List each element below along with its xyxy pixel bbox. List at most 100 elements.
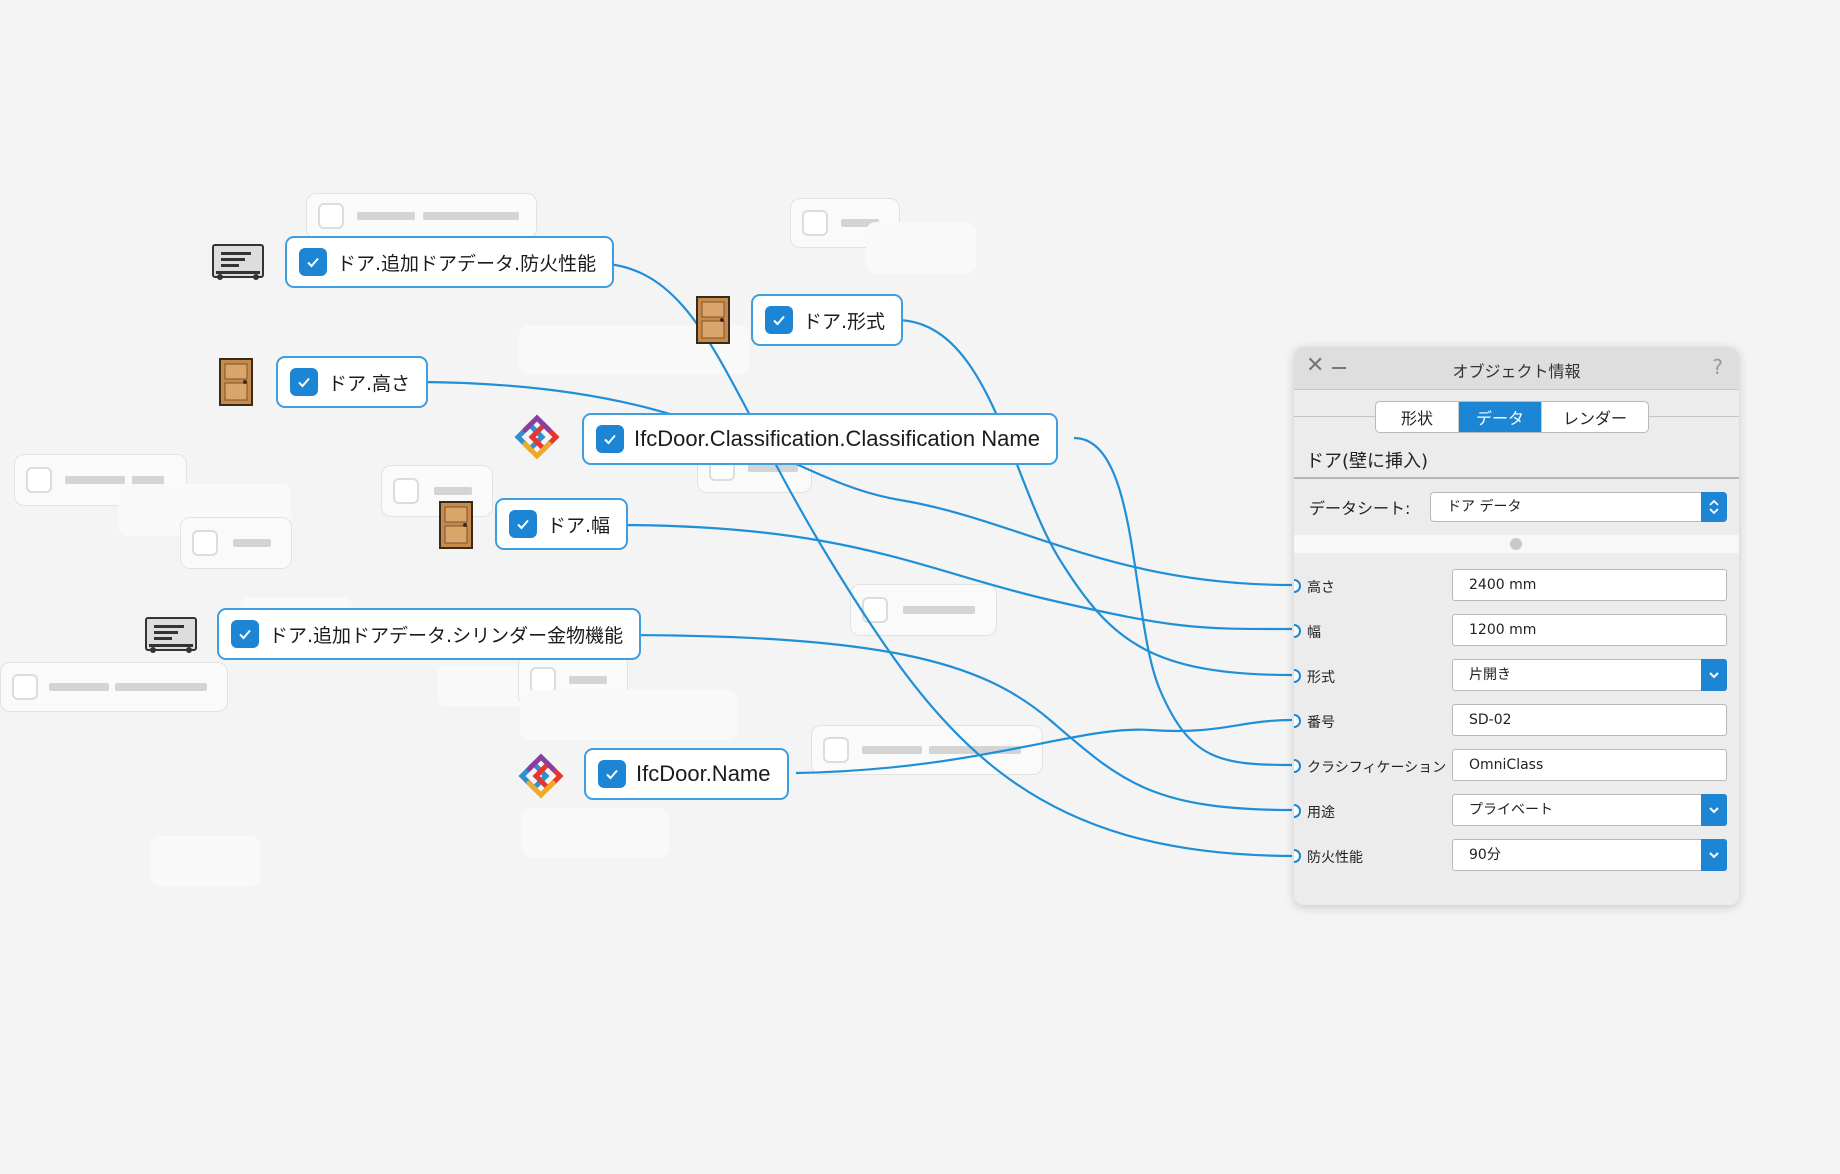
- node-cylinder[interactable]: ドア.追加ドアデータ.シリンダー金物機能: [217, 608, 642, 660]
- door-icon: [696, 296, 730, 344]
- field-value: プライベート: [1469, 802, 1553, 818]
- node-door-type[interactable]: ドア.形式: [751, 294, 904, 346]
- field-value-input[interactable]: 2400 mm: [1452, 569, 1727, 601]
- object-title: ドア(壁に挿入): [1306, 451, 1429, 472]
- wire-cylinder: [611, 633, 1293, 812]
- port-icon[interactable]: [1294, 714, 1301, 728]
- field-label: 高さ: [1307, 580, 1335, 596]
- port-icon[interactable]: [1294, 849, 1301, 863]
- wire-ifc-name: [795, 718, 1293, 775]
- field-label: 番号: [1307, 715, 1335, 731]
- ghost-node: [522, 808, 669, 858]
- field-value-input[interactable]: OmniClass: [1452, 749, 1727, 781]
- field-label: クラシフィケーション: [1307, 760, 1447, 776]
- ifc-logo-icon: [518, 753, 564, 799]
- door-icon: [439, 501, 473, 549]
- port-icon[interactable]: [1294, 804, 1301, 818]
- checkbox-checked-icon[interactable]: [509, 510, 537, 538]
- field-row-use: 用途 プライベート: [1294, 794, 1739, 828]
- datasheet-value: ドア データ: [1447, 499, 1522, 515]
- field-row-height: 高さ 2400 mm: [1294, 569, 1739, 603]
- chevron-down-icon[interactable]: [1701, 659, 1727, 691]
- port-icon[interactable]: [1294, 759, 1301, 773]
- ghost-node: [866, 222, 976, 274]
- checkbox-checked-icon[interactable]: [598, 760, 626, 788]
- node-label: ドア.高さ: [328, 372, 411, 395]
- port-icon[interactable]: [1294, 624, 1301, 638]
- node-label: ドア.幅: [547, 514, 611, 537]
- field-label: 幅: [1307, 625, 1321, 641]
- field-row-width: 幅 1200 mm: [1294, 614, 1739, 648]
- door-icon: [219, 358, 253, 406]
- datasheet-icon: [145, 617, 197, 653]
- wire-width: [613, 523, 1293, 631]
- divider: [1294, 477, 1739, 479]
- panel-tabs: 形状 データ レンダー: [1375, 401, 1649, 433]
- datasheet-icon: [212, 244, 264, 280]
- field-label: 防火性能: [1307, 850, 1363, 866]
- drag-handle-icon[interactable]: [1510, 538, 1522, 550]
- node-label: ドア.追加ドアデータ.防火性能: [337, 252, 597, 275]
- datasheet-label: データシート:: [1309, 499, 1411, 518]
- field-value: 1200 mm: [1469, 622, 1537, 638]
- checkbox-checked-icon[interactable]: [765, 306, 793, 334]
- close-icon[interactable]: ✕: [1306, 353, 1325, 378]
- datasheet-select[interactable]: ドア データ: [1430, 492, 1727, 522]
- field-value: SD-02: [1469, 712, 1512, 728]
- field-value-select[interactable]: 片開き: [1452, 659, 1727, 691]
- help-icon[interactable]: ?: [1712, 355, 1723, 379]
- node-width[interactable]: ドア.幅: [495, 498, 629, 550]
- field-label: 用途: [1307, 805, 1335, 821]
- node-label: IfcDoor.Name: [636, 761, 771, 786]
- ghost-node: [520, 690, 738, 740]
- port-icon[interactable]: [1294, 579, 1301, 593]
- port-icon[interactable]: [1294, 669, 1301, 683]
- wire-door-type: [895, 318, 1293, 677]
- checkbox-checked-icon[interactable]: [231, 620, 259, 648]
- field-value: 90分: [1469, 847, 1501, 863]
- wire-fire-rating: [590, 261, 1293, 858]
- tab-shape[interactable]: 形状: [1376, 402, 1459, 432]
- checkbox-checked-icon[interactable]: [299, 248, 327, 276]
- node-ifc-classification[interactable]: IfcDoor.Classification.Classification Na…: [582, 413, 1058, 465]
- tab-render[interactable]: レンダー: [1562, 409, 1627, 428]
- chevron-down-icon[interactable]: [1701, 839, 1727, 871]
- node-height[interactable]: ドア.高さ: [276, 356, 429, 408]
- node-label: ドア.追加ドアデータ.シリンダー金物機能: [269, 624, 624, 647]
- panel-title: オブジェクト情報: [1452, 362, 1581, 381]
- field-value-select[interactable]: プライベート: [1452, 794, 1727, 826]
- panel-titlebar: ✕ オブジェクト情報 ?: [1294, 347, 1739, 390]
- checkbox-checked-icon[interactable]: [596, 425, 624, 453]
- field-row-classification: クラシフィケーション OmniClass: [1294, 749, 1739, 783]
- node-fire-rating[interactable]: ドア.追加ドアデータ.防火性能: [285, 236, 615, 288]
- minimize-icon[interactable]: [1332, 367, 1346, 369]
- field-value: 2400 mm: [1469, 577, 1537, 593]
- node-label: ドア.形式: [803, 310, 886, 333]
- ghost-node: [180, 517, 292, 569]
- wire-ifc-classification: [1073, 436, 1293, 767]
- chevron-down-icon[interactable]: [1701, 794, 1727, 826]
- field-value: 片開き: [1469, 667, 1511, 683]
- field-row-type: 形式 片開き: [1294, 659, 1739, 693]
- ifc-logo-icon: [514, 414, 560, 460]
- field-value-input[interactable]: 1200 mm: [1452, 614, 1727, 646]
- field-label: 形式: [1307, 670, 1335, 686]
- field-value-input[interactable]: SD-02: [1452, 704, 1727, 736]
- stepper-arrows-icon[interactable]: [1701, 492, 1727, 522]
- tab-data[interactable]: データ: [1459, 402, 1542, 432]
- object-info-panel: ✕ オブジェクト情報 ? 形状 データ レンダー ドア(壁に挿入) データシート…: [1294, 347, 1739, 905]
- ghost-node: [150, 836, 260, 886]
- field-value: OmniClass: [1469, 757, 1544, 773]
- ghost-node: [0, 662, 228, 712]
- ghost-node: [381, 465, 493, 517]
- ghost-node: [306, 193, 537, 239]
- checkbox-checked-icon[interactable]: [290, 368, 318, 396]
- node-ifc-name[interactable]: IfcDoor.Name: [584, 748, 789, 800]
- node-label: IfcDoor.Classification.Classification Na…: [634, 426, 1040, 451]
- field-row-fire-rating: 防火性能 90分: [1294, 839, 1739, 873]
- field-row-number: 番号 SD-02: [1294, 704, 1739, 738]
- ghost-node: [850, 584, 997, 636]
- field-value-select[interactable]: 90分: [1452, 839, 1727, 871]
- wire-height: [411, 380, 1293, 587]
